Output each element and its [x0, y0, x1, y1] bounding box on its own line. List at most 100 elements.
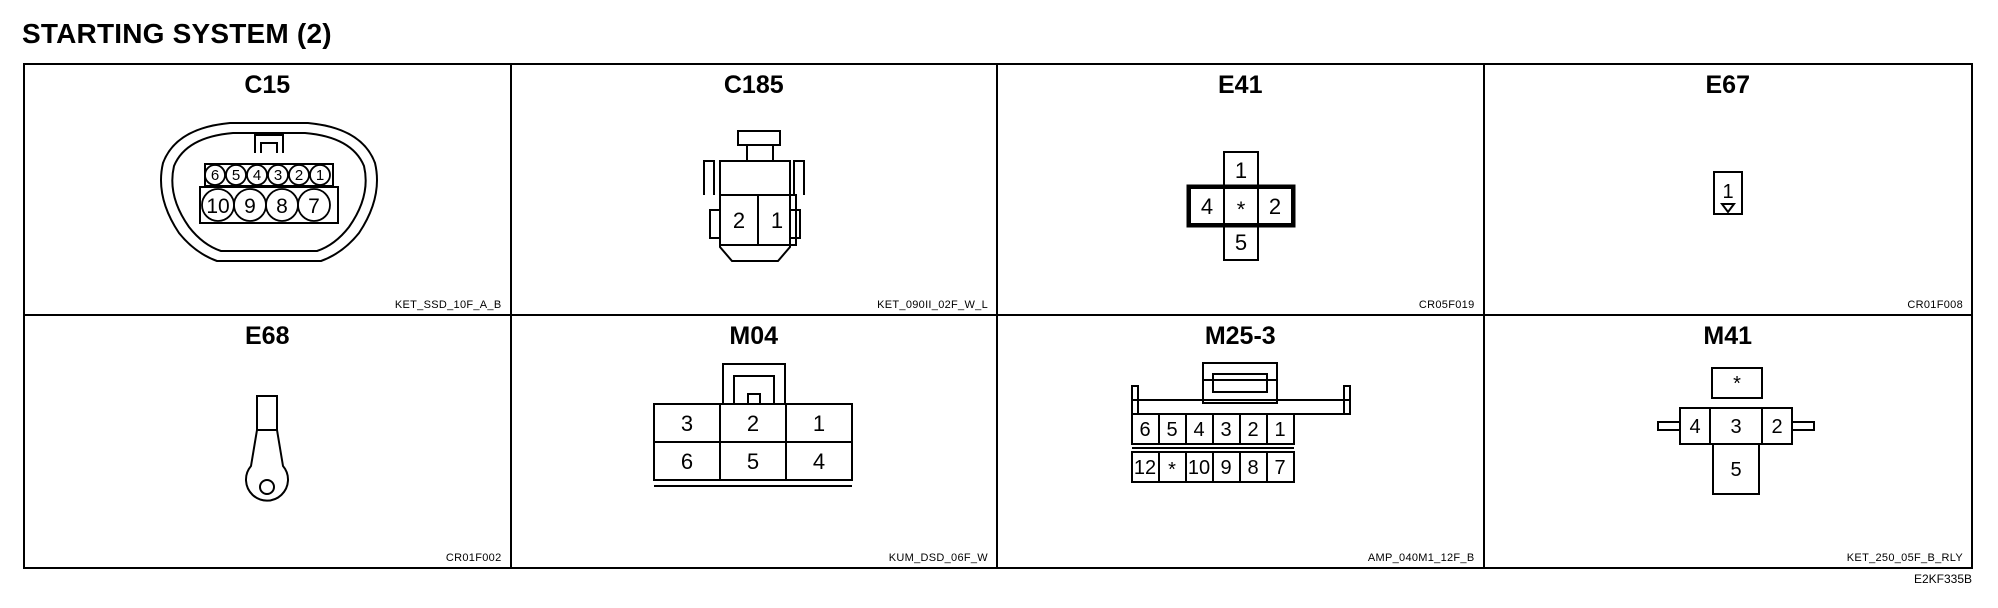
locking-tab-inner: [260, 142, 278, 153]
side-tab-left: [708, 209, 721, 239]
latch-top: [1202, 362, 1278, 404]
pin-label: 5: [1730, 459, 1741, 481]
pin-label: *: [1168, 459, 1176, 481]
connector-diagram-e67: 1: [1712, 171, 1743, 215]
pin-circle: [246, 164, 268, 186]
pin-label: 4: [1689, 416, 1700, 438]
connector-cell-m04: M04 3 2 1 6 5 4 KUM_: [512, 316, 998, 567]
connector-name: E68: [245, 322, 290, 350]
pin-box: [1710, 367, 1763, 399]
page-title: STARTING SYSTEM (2): [22, 18, 332, 49]
pin-circle: [204, 164, 226, 186]
connector-outline: [1186, 184, 1296, 228]
pin-label: 6: [1139, 419, 1150, 441]
connector-code: CR01F002: [445, 552, 502, 564]
locking-tab: [254, 134, 284, 153]
connector-cell-c15: C15 6 5 4 3 2: [25, 65, 512, 316]
connector-name: M25-3: [1204, 322, 1276, 350]
pin-box: [784, 441, 853, 481]
pin-circle: [309, 164, 331, 186]
blade-right: [1790, 421, 1815, 431]
ring-hole: [259, 479, 275, 495]
connector-code: KET_SSD_10F_A_B: [394, 299, 502, 311]
connector-cell-e41: E41 1 4 * 2 5 CR05F019: [998, 65, 1485, 316]
pin-label: 1: [316, 167, 324, 184]
connector-cell-e67: E67 1 CR01F008: [1484, 65, 1971, 316]
pin-circle: [225, 164, 247, 186]
pin-label: 2: [746, 411, 758, 436]
connector-code: KET_090II_02F_W_L: [877, 299, 988, 311]
connector-code: CR05F019: [1418, 299, 1475, 311]
latch-inner: [732, 375, 775, 404]
connector-name: M41: [1703, 322, 1753, 350]
pin-box: [1711, 443, 1760, 495]
pin-label: 3: [1730, 416, 1741, 438]
pin-label: 3: [1220, 419, 1231, 441]
pin-label: 5: [232, 167, 240, 184]
pin-label: 2: [732, 208, 744, 233]
pin-label: 1: [1235, 158, 1247, 183]
pin-label: 5: [1235, 230, 1247, 255]
connector-housing-inner: [171, 132, 367, 252]
connector-diagram-m04: 3 2 1 6 5 4: [652, 363, 853, 487]
pin-circle: [288, 164, 310, 186]
latch-key: [746, 393, 761, 405]
drawing-code: E2KF335B: [1913, 572, 1972, 586]
connector-diagram-e41: 1 4 * 2 5: [1186, 151, 1296, 261]
connector-housing: [160, 122, 378, 262]
terminal-crimp: [256, 395, 278, 431]
pin-circle: [267, 164, 289, 186]
pin-label: 2: [1269, 194, 1281, 219]
pin-label: 10: [206, 195, 229, 218]
side-rail-left: [702, 160, 715, 195]
ring-terminal-diagram: [245, 395, 289, 502]
pin-label: 1: [1274, 419, 1285, 441]
pin-label: 6: [211, 167, 219, 184]
pin-label: 3: [680, 411, 692, 436]
connector-diagram-m25-3: 6 5 4 3 2 1 12 * 10 9 8 7: [1131, 362, 1351, 483]
pin-label: *: [1237, 197, 1246, 222]
ring-terminal: [245, 429, 289, 502]
pin-label: 5: [1166, 419, 1177, 441]
connector-code: CR01F008: [1907, 299, 1963, 311]
connector-name: E67: [1705, 71, 1750, 99]
pin-label: 2: [295, 167, 303, 184]
pin-label: 1: [812, 411, 824, 436]
pin-circle: [297, 188, 331, 222]
connector-diagram-c15: 6 5 4 3 2 1 10 9 8 7: [160, 122, 378, 262]
pin-label: 3: [274, 167, 282, 184]
pin-label: 4: [253, 167, 261, 184]
connector-cell-c185: C185 2 1 KET_090II_02F_W_L: [511, 65, 998, 316]
connector-cell-e68: E68 CR01F002: [25, 316, 512, 567]
pin-label: 5: [746, 449, 758, 474]
connector-name: M04: [729, 322, 779, 350]
pin-label: 7: [1274, 457, 1285, 479]
connector-cell-m25-3: M25-3: [998, 316, 1485, 567]
pin-row-frame-bottom: [199, 186, 339, 224]
pin-label: 4: [812, 449, 824, 474]
pin-label: 6: [680, 449, 692, 474]
pin-box: [756, 194, 797, 246]
connector-name: C15: [244, 71, 291, 99]
pin-label: 8: [276, 195, 288, 218]
pin-label: 1: [1722, 181, 1733, 203]
pin-label: 4: [1201, 194, 1213, 219]
pin-label: 7: [308, 195, 320, 218]
pin-label: 10: [1188, 457, 1210, 479]
blade-left: [1656, 421, 1681, 431]
pin-label: 9: [244, 195, 256, 218]
pin-label: 12: [1134, 457, 1156, 479]
connector-diagram-m41: * 4 3 2 5: [1656, 367, 1815, 495]
pin-box: [1257, 187, 1293, 225]
pin-label: 8: [1247, 457, 1258, 479]
connector-name: E41: [1218, 71, 1263, 99]
pin-label: *: [1733, 373, 1741, 395]
pin-box: [1223, 223, 1259, 261]
pin-label: 1: [770, 208, 782, 233]
latch-top: [736, 130, 781, 146]
latch-inner: [1212, 373, 1268, 393]
connector-grid: C15 6 5 4 3 2: [23, 63, 1973, 569]
connector-code: KUM_DSD_06F_W: [888, 552, 988, 564]
pin-label: 2: [1247, 419, 1258, 441]
pin-label: 9: [1220, 457, 1231, 479]
